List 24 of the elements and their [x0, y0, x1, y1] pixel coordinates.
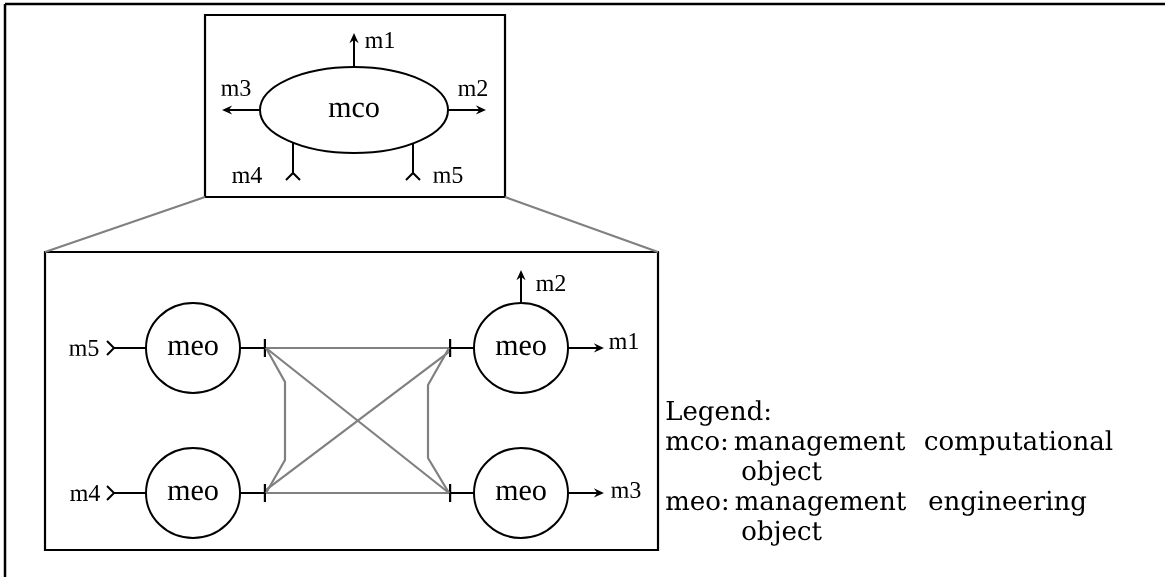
port-line — [106, 485, 147, 501]
legend-entry: meo: management engineering object — [666, 490, 1087, 546]
connector-line — [266, 346, 449, 350]
zoom-line — [504, 195, 659, 254]
frame-box — [43, 250, 660, 552]
zoom-line — [44, 195, 206, 254]
port-label: m2 — [456, 79, 490, 97]
port-label: m4 — [68, 484, 102, 502]
connector-line — [426, 347, 450, 494]
port-label: m1 — [363, 31, 397, 49]
frame-box — [203, 13, 507, 199]
port-label: m4 — [230, 166, 264, 184]
connector-line — [265, 347, 287, 494]
legend-heading: Legend: — [666, 400, 770, 426]
port-label: m3 — [609, 480, 643, 500]
port-line — [285, 142, 301, 181]
port-label: m2 — [534, 274, 568, 292]
port-label: m5 — [67, 339, 101, 357]
connector-line — [266, 491, 449, 495]
port-label: m5 — [431, 166, 465, 184]
port-line — [106, 340, 147, 356]
port-line — [405, 142, 421, 181]
port-label: m3 — [219, 78, 253, 98]
port-label: m1 — [607, 332, 641, 350]
